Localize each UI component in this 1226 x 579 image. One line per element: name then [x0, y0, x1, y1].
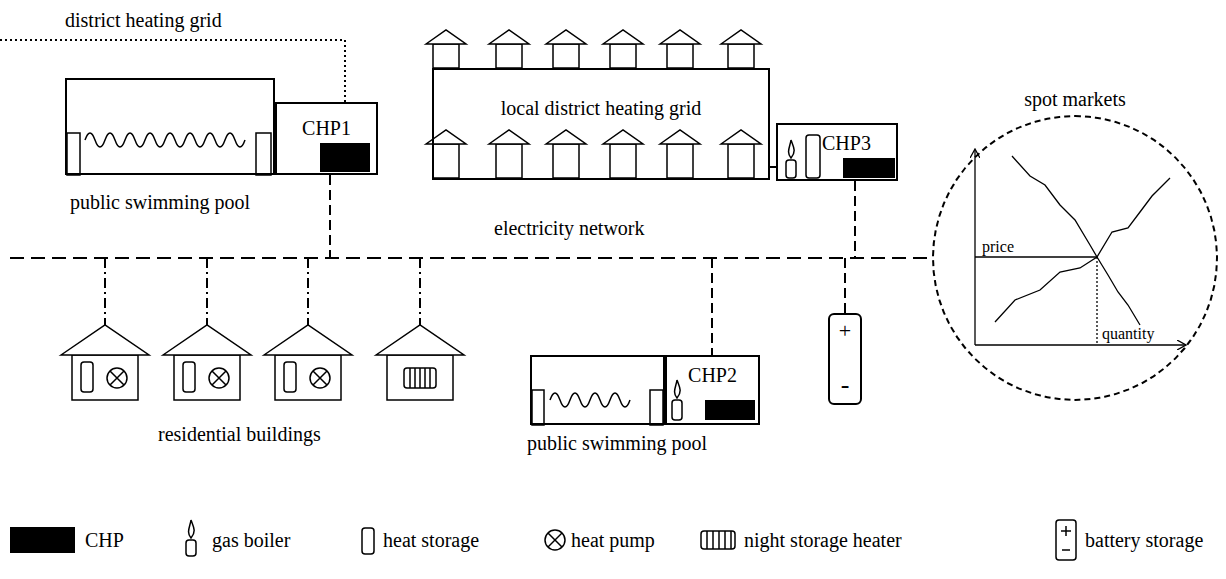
- node-label: public swimming pool: [527, 433, 707, 454]
- pool-building: public swimming pool: [530, 355, 665, 425]
- chp-box: CHP1: [275, 102, 378, 175]
- pool-building: public swimming pool: [65, 78, 275, 175]
- node-label: CHP2: [688, 365, 737, 386]
- heating-grid-box: local district heating grid: [432, 68, 770, 180]
- legend-icons: [186, 520, 1076, 560]
- network-label: electricity network: [494, 218, 645, 239]
- legend-text: battery storage: [1085, 530, 1203, 551]
- legend-text: gas boiler: [212, 530, 290, 551]
- chp-box: CHP2: [665, 355, 760, 425]
- legend-text: heat pump: [571, 530, 655, 551]
- legend-text: night storage heater: [744, 530, 902, 551]
- node-label: local district heating grid: [501, 98, 702, 119]
- grid-label: district heating grid: [65, 10, 222, 31]
- axis-label: quantity: [1102, 326, 1154, 343]
- battery: +-: [828, 313, 862, 405]
- chp-box: CHP3: [776, 123, 898, 181]
- group-label: residential buildings: [158, 424, 321, 445]
- node-label: public swimming pool: [70, 192, 250, 213]
- legend-swatch: [10, 527, 75, 553]
- node-label: CHP1: [302, 118, 351, 139]
- market-chart: [975, 150, 1185, 345]
- node-label: +: [839, 319, 851, 342]
- legend-text: CHP: [85, 530, 124, 551]
- chp-units: [320, 143, 895, 420]
- bus-line: [10, 257, 932, 259]
- market-circle: spot marketspricequantity: [932, 115, 1218, 401]
- legend-text: heat storage: [383, 530, 479, 551]
- houses: [61, 30, 761, 400]
- axis-label: price: [982, 239, 1014, 256]
- node-label: CHP3: [822, 133, 871, 154]
- node-label: spot markets: [1024, 89, 1126, 110]
- boilers-storage: [67, 133, 820, 425]
- axis-label: -: [841, 371, 850, 398]
- heat-line: [0, 40, 345, 102]
